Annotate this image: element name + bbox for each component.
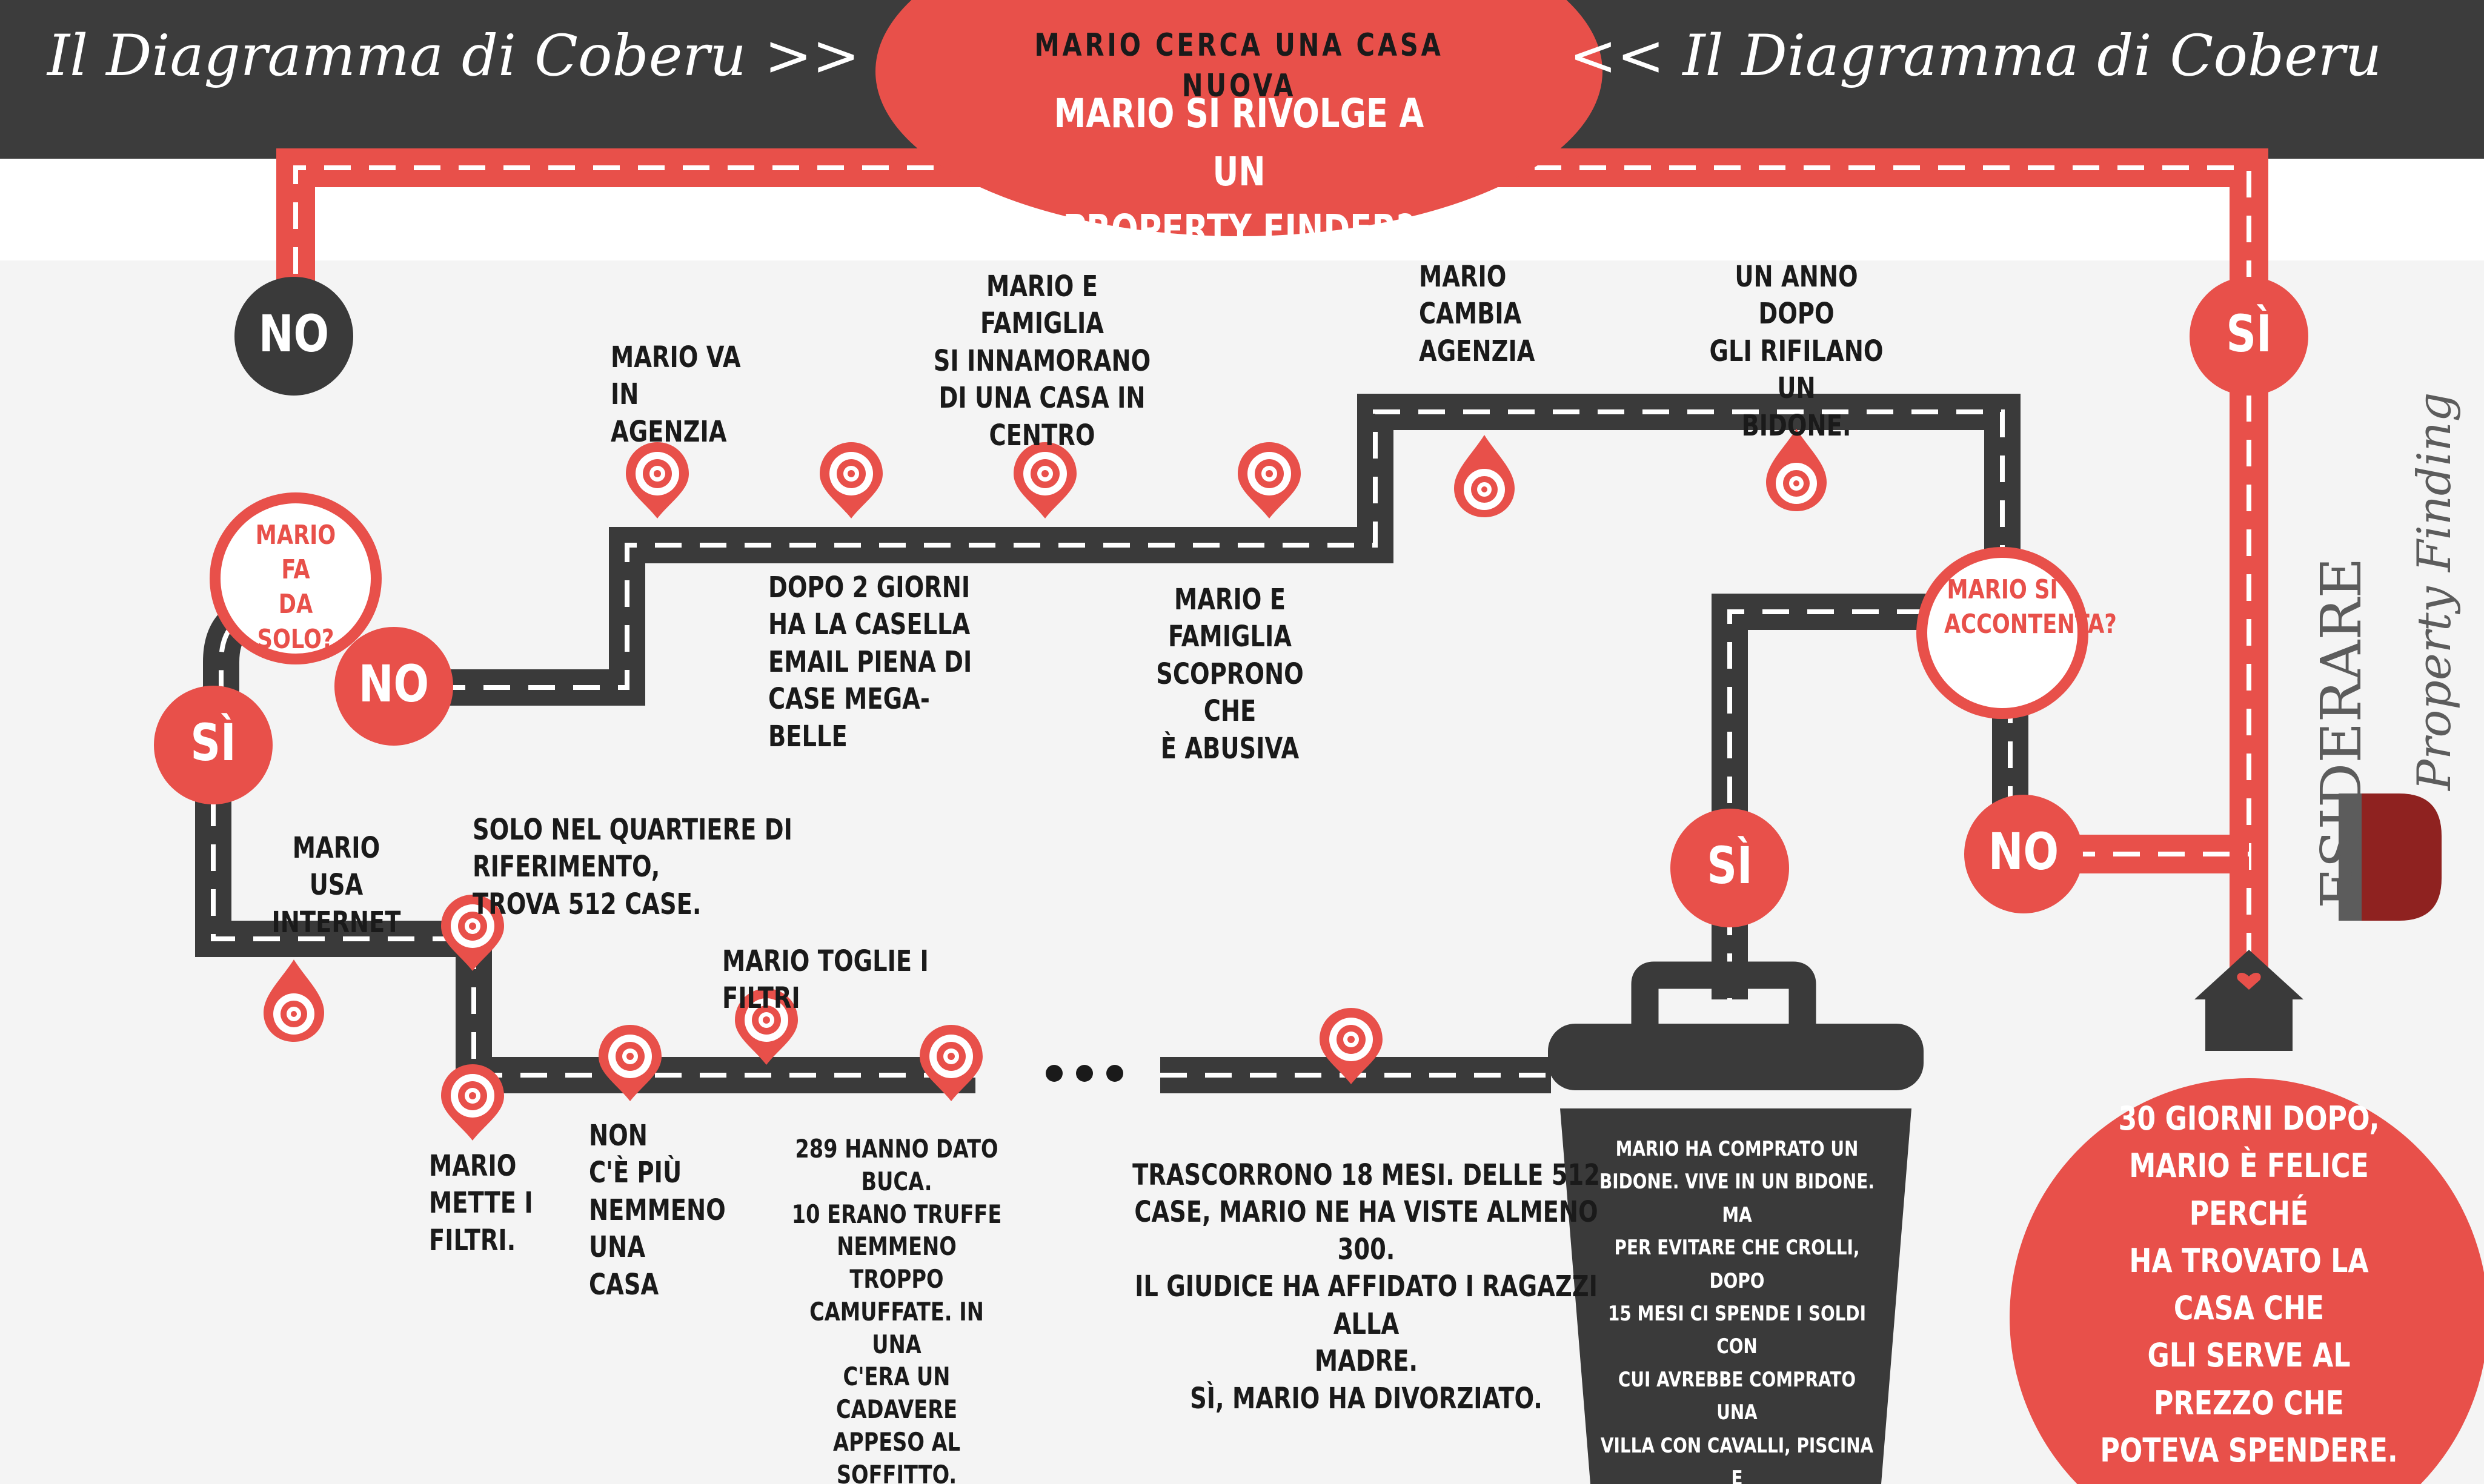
no-badge-top-left [234, 277, 353, 396]
target-pin-abusiva [1238, 442, 1301, 518]
step-filtri-tolti: MARIO TOGLIE I FILTRI [722, 944, 929, 1016]
step-internet: MARIO USA INTERNET [271, 831, 401, 939]
logo-tagline: Property Finding [2407, 393, 2461, 792]
header-question: MARIO SI RIVOLGE A UN PROPERTY FINDER? [1054, 90, 1424, 253]
decision-accontenta-inner [1927, 558, 2077, 708]
ellipsis-dots [1046, 1065, 1123, 1082]
step-abusiva: MARIO E FAMIGLIA SCOPRONO CHE È ABUSIVA [1156, 583, 1304, 766]
step-innamorano: MARIO E FAMIGLIA SI INNAMORANO DI UNA CA… [933, 270, 1151, 452]
decision-solo-inner [221, 503, 371, 654]
step-agenzia: MARIO VA IN AGENZIA [611, 340, 741, 449]
title-right: << Il Diagramma di Coberu [1569, 23, 2382, 89]
happy-ending-circle [2010, 1078, 2484, 1484]
step-felice: 30 GIORNI DOPO, MARIO È FELICE PERCHÉ HA… [2100, 1099, 2398, 1470]
target-drop-cambia [1454, 435, 1515, 517]
decision-solo-text: MARIO FA DA SOLO? [255, 520, 336, 655]
logo-brand: ESIDERARE [2309, 557, 2374, 909]
step-bidone-anno: UN ANNO DOPO GLI RIFILANO UN BIDONE. [1709, 260, 1884, 443]
step-nessuna: NON C'È PIÙ NEMMENO UNA CASA [589, 1119, 726, 1302]
target-drop-internet [264, 959, 324, 1042]
no-label-top-left: NO [258, 304, 330, 363]
target-pin-casella [820, 442, 883, 518]
step-quartiere: SOLO NEL QUARTIERE DI RIFERIMENTO, TROVA… [473, 813, 792, 921]
no-badge-accontenta [1964, 795, 2083, 913]
house-icon [2194, 950, 2303, 1051]
step-cambia: MARIO CAMBIA AGENZIA [1419, 260, 1535, 368]
step-mesi: TRASCORRONO 18 MESI. DELLE 512 CASE, MAR… [1132, 1158, 1600, 1416]
header-subtitle: MARIO CERCA UNA CASA NUOVA [1034, 27, 1444, 104]
si-badge-solo [154, 686, 273, 804]
desiderare-logo: ESIDERARE Property Finding [2309, 393, 2461, 921]
step-casella: DOPO 2 GIORNI HA LA CASELLA EMAIL PIENA … [768, 571, 972, 754]
step-buca: 289 HANNO DATO BUCA. 10 ERANO TRUFFE NEM… [791, 1134, 1002, 1484]
si-label-top-right: SÌ [2226, 304, 2272, 363]
si-badge-accontenta [1670, 809, 1789, 927]
target-pin-agenzia [626, 442, 689, 518]
no-label-accontenta: NO [1988, 822, 2059, 881]
si-label-solo: SÌ [190, 713, 236, 772]
no-badge-solo [334, 627, 453, 746]
step-filtri: MARIO METTE I FILTRI. [429, 1149, 533, 1257]
header-dome [875, 0, 1602, 236]
decision-accontenta-text: MARIO SI ACCONTENTA? [1944, 574, 2117, 640]
title-left: Il Diagramma di Coberu >> [47, 23, 860, 89]
no-label-solo: NO [358, 654, 430, 714]
target-pin-filtri [441, 1064, 504, 1141]
step-cestino: MARIO HA COMPRATO UN BIDONE. VIVE IN UN … [1599, 1137, 1875, 1484]
si-label-accontenta: SÌ [1707, 836, 1753, 895]
trash-bin-icon [1548, 961, 1924, 1484]
si-badge-top-right [2190, 277, 2308, 396]
